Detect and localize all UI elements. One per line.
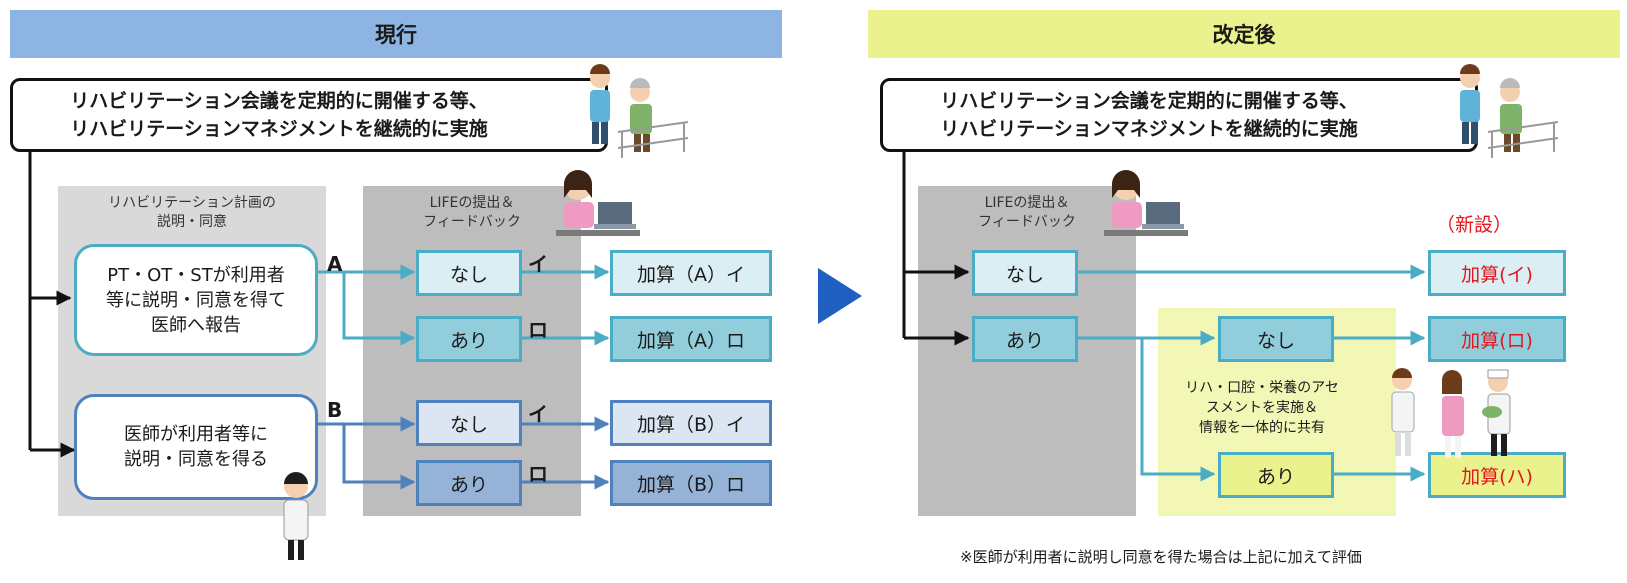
care-team-illustration (1391, 368, 1511, 458)
left-top-line-2: リハビリテーションマネジメントを継続的に実施 (70, 118, 488, 140)
result-i: 加算(イ) (1428, 250, 1566, 296)
pc-user-illustration (556, 170, 640, 236)
assessment-text: リハ・口腔・栄養のアセ スメントを実施＆ 情報を一体的に共有 (1162, 378, 1362, 438)
left-top-box: リハビリテーション会議を定期的に開催する等、 リハビリテーションマネジメントを継… (10, 78, 608, 152)
label-b: B (327, 398, 343, 422)
right-top-box: リハビリテーション会議を定期的に開催する等、 リハビリテーションマネジメントを継… (880, 78, 1478, 152)
right-sub-nashi: なし (1218, 316, 1334, 362)
box-a-line-3: 医師へ報告 (151, 314, 241, 336)
life-panel-right-title-1: LIFEの提出＆ (984, 195, 1070, 211)
left-a-ari: あり (416, 316, 522, 362)
life-panel-right-title-2: フィードバック (978, 214, 1076, 230)
result-ro: 加算(ロ) (1428, 316, 1566, 362)
box-a-line-2: 等に説明・同意を得て (106, 289, 286, 311)
left-a-i-mark: イ (528, 252, 548, 276)
left-b-nashi: なし (416, 400, 522, 446)
new-label: （新設） (1436, 214, 1513, 236)
left-b-ro-mark: ロ (528, 462, 548, 486)
right-nashi: なし (972, 250, 1078, 296)
result-b-ro: 加算（B）ロ (610, 460, 772, 506)
assessment-line-2: スメントを実施＆ (1206, 400, 1318, 416)
left-a-ro-mark: ロ (528, 318, 548, 342)
footnote: ※医師が利用者に説明し同意を得た場合は上記に加えて評価 (960, 548, 1362, 566)
box-b: 医師が利用者等に 説明・同意を得る (74, 394, 318, 500)
consent-panel-title-1: リハビリテーション計画の (108, 195, 276, 211)
doctor-illustration (283, 472, 309, 560)
result-a-ro: 加算（A）ロ (610, 316, 772, 362)
right-ari: あり (972, 316, 1078, 362)
left-top-line-1: リハビリテーション会議を定期的に開催する等、 (70, 90, 488, 112)
label-a: A (327, 252, 343, 276)
result-a-i: 加算（A）イ (610, 250, 772, 296)
life-panel-title-2: フィードバック (423, 214, 521, 230)
therapist-illustration-right (1460, 64, 1559, 158)
left-b-i-mark: イ (528, 402, 548, 426)
consent-panel-title-2: 説明・同意 (157, 214, 227, 230)
assessment-line-3: 情報を一体的に共有 (1199, 420, 1325, 436)
box-b-line-1: 医師が利用者等に (124, 424, 268, 445)
right-header: 改定後 (868, 10, 1620, 58)
left-header: 現行 (10, 10, 782, 58)
left-a-nashi: なし (416, 250, 522, 296)
life-panel-title-1: LIFEの提出＆ (429, 195, 515, 211)
right-top-line-1: リハビリテーション会議を定期的に開催する等、 (940, 90, 1358, 112)
box-a-line-1: PT・OT・STが利用者 (107, 264, 285, 286)
result-b-i: 加算（B）イ (610, 400, 772, 446)
assessment-line-1: リハ・口腔・栄養のアセ (1185, 380, 1339, 396)
box-b-line-2: 説明・同意を得る (124, 449, 268, 470)
therapist-illustration (590, 64, 689, 158)
left-b-ari: あり (416, 460, 522, 506)
box-a: PT・OT・STが利用者 等に説明・同意を得て 医師へ報告 (74, 244, 318, 356)
right-sub-ari: あり (1218, 452, 1334, 498)
pc-user-illustration-right (1104, 170, 1188, 236)
right-top-line-2: リハビリテーションマネジメントを継続的に実施 (940, 118, 1358, 140)
